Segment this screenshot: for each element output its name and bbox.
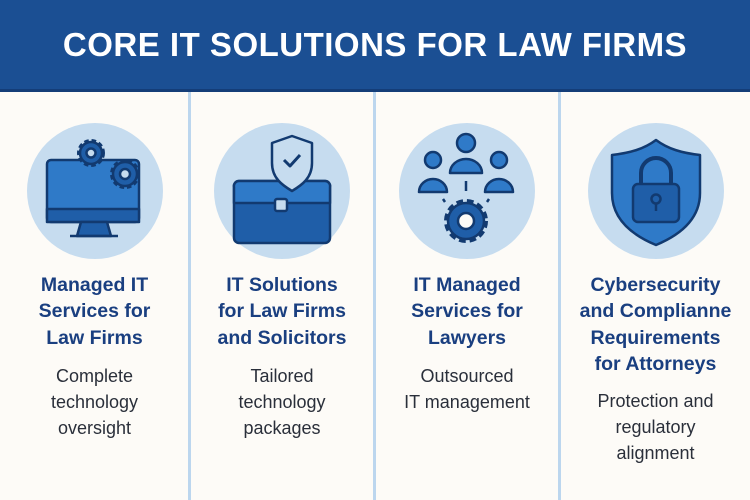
card-title: IT Solutions for Law Firms and Solicitor…: [217, 274, 347, 349]
shield-lock-icon: [587, 123, 724, 259]
column-divider: [188, 92, 191, 500]
header-banner: CORE IT SOLUTIONS FOR LAW FIRMS: [0, 0, 750, 92]
briefcase-shield-icon: [214, 123, 350, 259]
column-divider: [373, 92, 376, 500]
card-title: IT Managed Services for Lawyers: [411, 274, 523, 349]
solution-card-it-solutions: IT Solutions for Law Firms and Solicitor…: [191, 92, 373, 500]
page-title: CORE IT SOLUTIONS FOR LAW FIRMS: [62, 25, 688, 63]
card-description: Complete technology oversight: [50, 366, 139, 438]
solution-card-it-managed-services: IT Managed Services for Lawyers Outsourc…: [376, 92, 558, 500]
solution-card-managed-it: Managed IT Services for Law Firms Comple…: [0, 92, 189, 500]
card-title: Managed IT Services for Law Firms: [38, 274, 151, 349]
monitor-gears-icon: [26, 123, 163, 259]
card-description: Tailored technology packages: [238, 366, 326, 438]
solution-card-cybersecurity: Cybersecurity and Complianne Requirement…: [561, 92, 750, 500]
card-description: Protection and regulatory alignment: [597, 391, 714, 463]
column-divider: [558, 92, 561, 500]
card-description: Outsourced IT management: [404, 366, 530, 412]
team-gear-icon: [399, 123, 535, 259]
card-title: Cybersecurity and Complianne Requirement…: [579, 274, 732, 375]
